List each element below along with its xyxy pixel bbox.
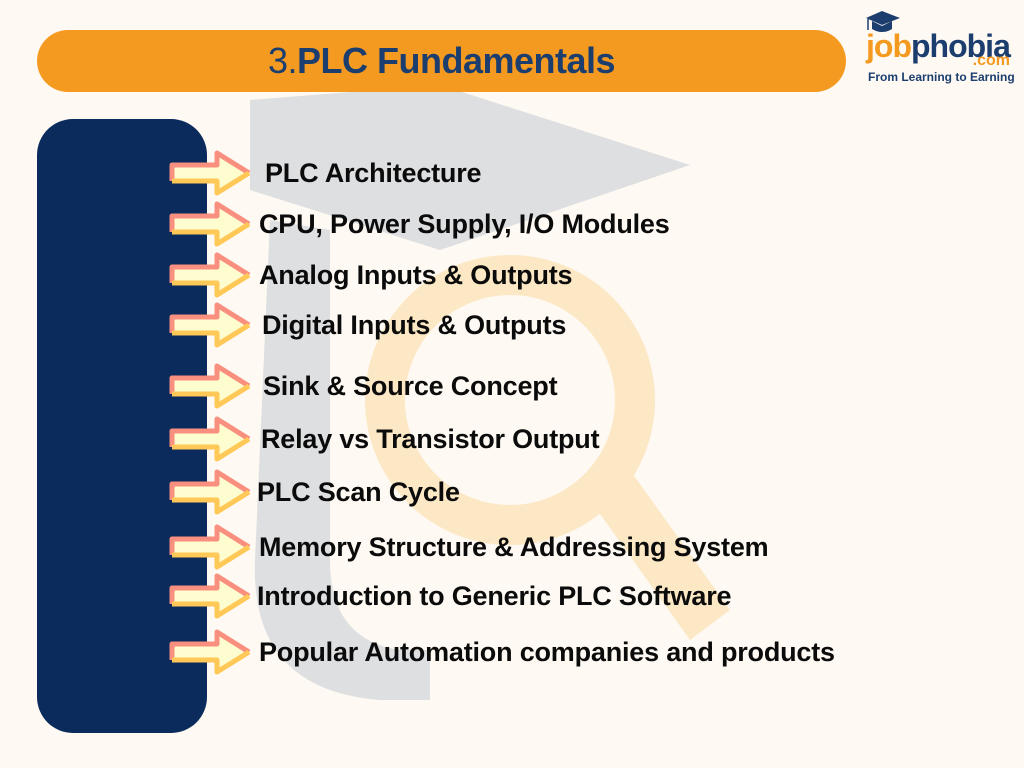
arrow-right-icon [169, 201, 251, 247]
arrow-right-icon [169, 363, 251, 409]
topic-item: CPU, Power Supply, I/O Modules [169, 200, 670, 248]
topic-label: PLC Architecture [265, 157, 482, 188]
topic-item: PLC Architecture [169, 149, 482, 197]
topic-label: Analog Inputs & Outputs [259, 259, 573, 290]
arrow-right-icon [169, 469, 251, 515]
topic-label: CPU, Power Supply, I/O Modules [259, 208, 670, 239]
logo-domain: .com [972, 52, 1010, 69]
topic-label: Popular Automation companies and product… [259, 636, 835, 667]
title-banner: 3.PLC Fundamentals [37, 30, 846, 92]
topic-label: Introduction to Generic PLC Software [257, 580, 732, 611]
topic-item: Introduction to Generic PLC Software [169, 572, 732, 620]
graduation-cap-icon [866, 11, 900, 32]
arrow-right-icon [169, 573, 251, 619]
topic-label: Digital Inputs & Outputs [262, 309, 567, 340]
jobphobia-logo: jobphobia .com From Learning to Earning [862, 8, 1022, 84]
arrow-right-icon [169, 252, 251, 298]
logo-word-phobia: phobia [910, 28, 1011, 64]
section-title: PLC Fundamentals [296, 40, 616, 81]
section-number: 3. [267, 40, 298, 81]
arrow-right-icon [169, 302, 251, 348]
logo-wordmark: jobphobia [866, 28, 1011, 65]
topic-label: Memory Structure & Addressing System [259, 531, 769, 562]
topic-item: Popular Automation companies and product… [169, 628, 835, 676]
topic-label: Sink & Source Concept [263, 370, 558, 401]
arrow-right-icon [169, 524, 251, 570]
arrow-right-icon [169, 150, 251, 196]
topic-item: PLC Scan Cycle [169, 468, 460, 516]
topic-item: Digital Inputs & Outputs [169, 301, 566, 349]
topic-item: Relay vs Transistor Output [169, 415, 600, 463]
topic-label: Relay vs Transistor Output [261, 423, 600, 454]
page-title: 3.PLC Fundamentals [267, 40, 616, 82]
logo-word-job: job [866, 28, 912, 64]
logo-tagline: From Learning to Earning [868, 70, 1015, 84]
topic-item: Sink & Source Concept [169, 362, 558, 410]
topic-label: PLC Scan Cycle [257, 476, 460, 507]
arrow-right-icon [169, 416, 251, 462]
arrow-right-icon [169, 629, 251, 675]
topic-item: Analog Inputs & Outputs [169, 251, 573, 299]
topic-item: Memory Structure & Addressing System [169, 523, 769, 571]
